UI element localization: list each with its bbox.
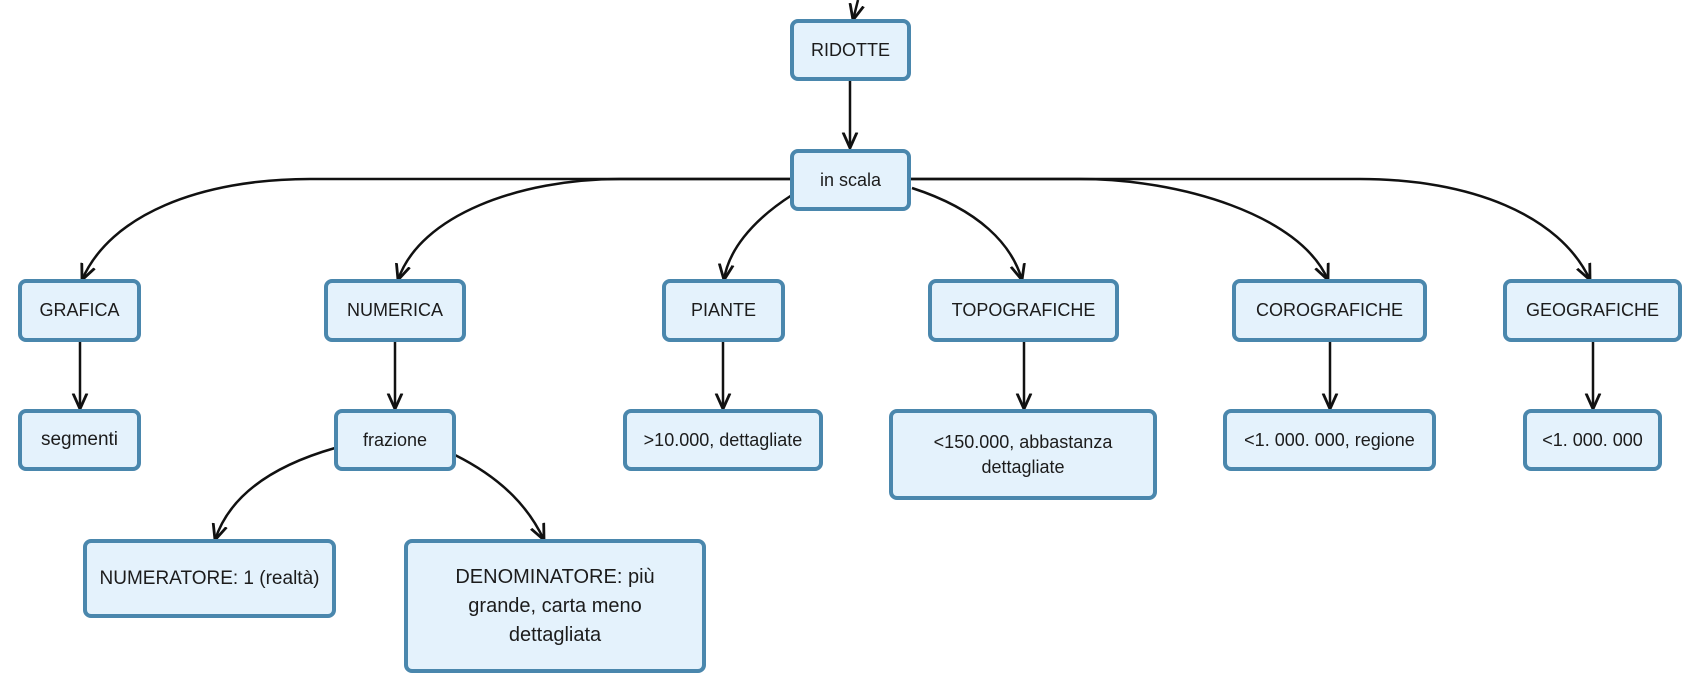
node-corografiche: COROGRAFICHE	[1232, 279, 1427, 342]
edge-frazione-numeratore	[215, 446, 336, 540]
node-topografiche: TOPOGRAFICHE	[928, 279, 1119, 342]
node-denominatore: DENOMINATORE: più grande, carta meno det…	[404, 539, 706, 673]
edge-in-scala-geografiche	[910, 177, 1590, 280]
edge-in-scala-topografiche	[911, 186, 1022, 280]
edge-in-scala-corografiche	[910, 177, 1328, 280]
node-ridotte: RIDOTTE	[790, 19, 911, 81]
node-numerica: NUMERICA	[324, 279, 466, 342]
node-frazione: frazione	[334, 409, 456, 471]
edge-frazione-denominatore	[454, 453, 544, 540]
node-grafica: GRAFICA	[18, 279, 141, 342]
node-geografiche-scala: <1. 000. 000	[1523, 409, 1662, 471]
node-topografiche-scala: <150.000, abbastanza dettagliate	[889, 409, 1157, 500]
node-piante-scala: >10.000, dettagliate	[623, 409, 823, 471]
node-geografiche: GEOGRAFICHE	[1503, 279, 1682, 342]
edge-in-scala-piante	[724, 193, 793, 280]
node-numeratore: NUMERATORE: 1 (realtà)	[83, 539, 336, 618]
edge-in-scala-grafica	[82, 177, 790, 280]
node-in-scala: in scala	[790, 149, 911, 211]
edge-top-to-ridotte	[853, 0, 858, 20]
node-corografiche-scala: <1. 000. 000, regione	[1223, 409, 1436, 471]
node-piante: PIANTE	[662, 279, 785, 342]
edge-in-scala-numerica	[398, 177, 790, 280]
node-segmenti: segmenti	[18, 409, 141, 471]
